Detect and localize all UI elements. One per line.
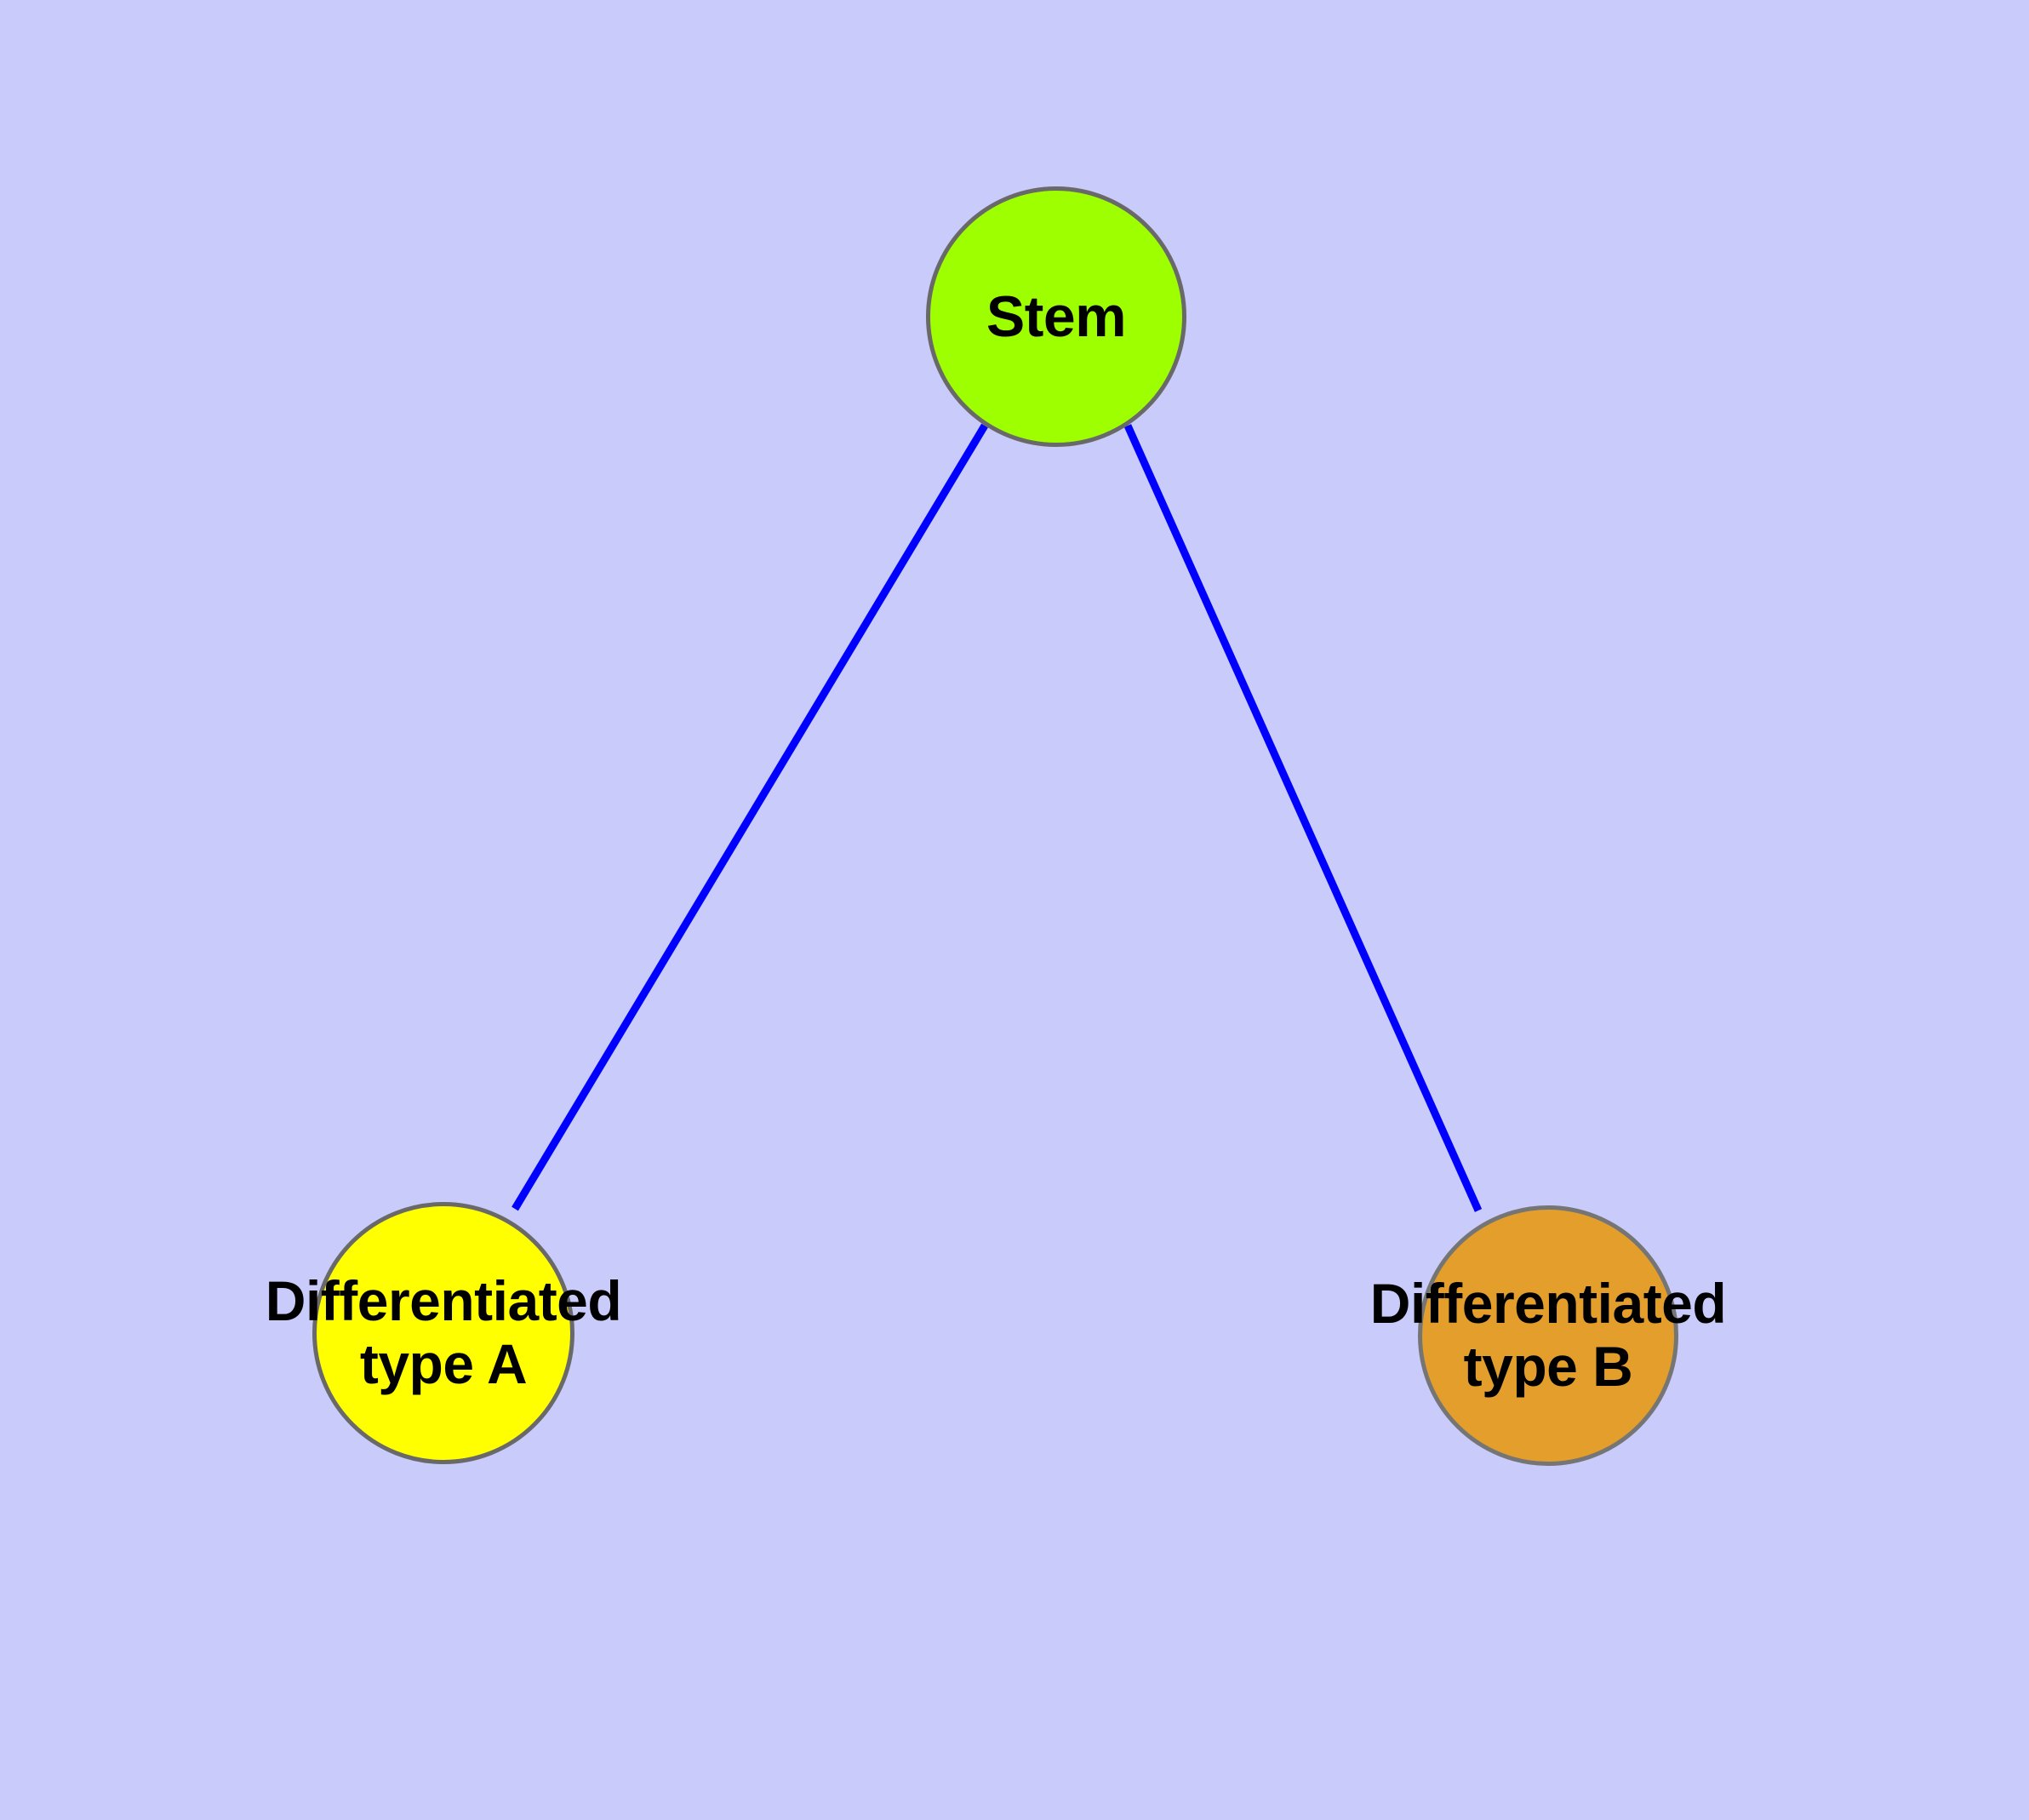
- node-differentiated-type-b[interactable]: Differentiated type B: [1370, 1205, 1727, 1466]
- edge-stem-to-type-a[interactable]: [512, 423, 988, 1211]
- edge-stem-to-type-b[interactable]: [1123, 424, 1483, 1212]
- node-differentiated-type-a[interactable]: Differentiated type A: [266, 1202, 622, 1464]
- node-stem-label: Stem: [986, 283, 1127, 349]
- node-stem[interactable]: Stem: [926, 186, 1186, 447]
